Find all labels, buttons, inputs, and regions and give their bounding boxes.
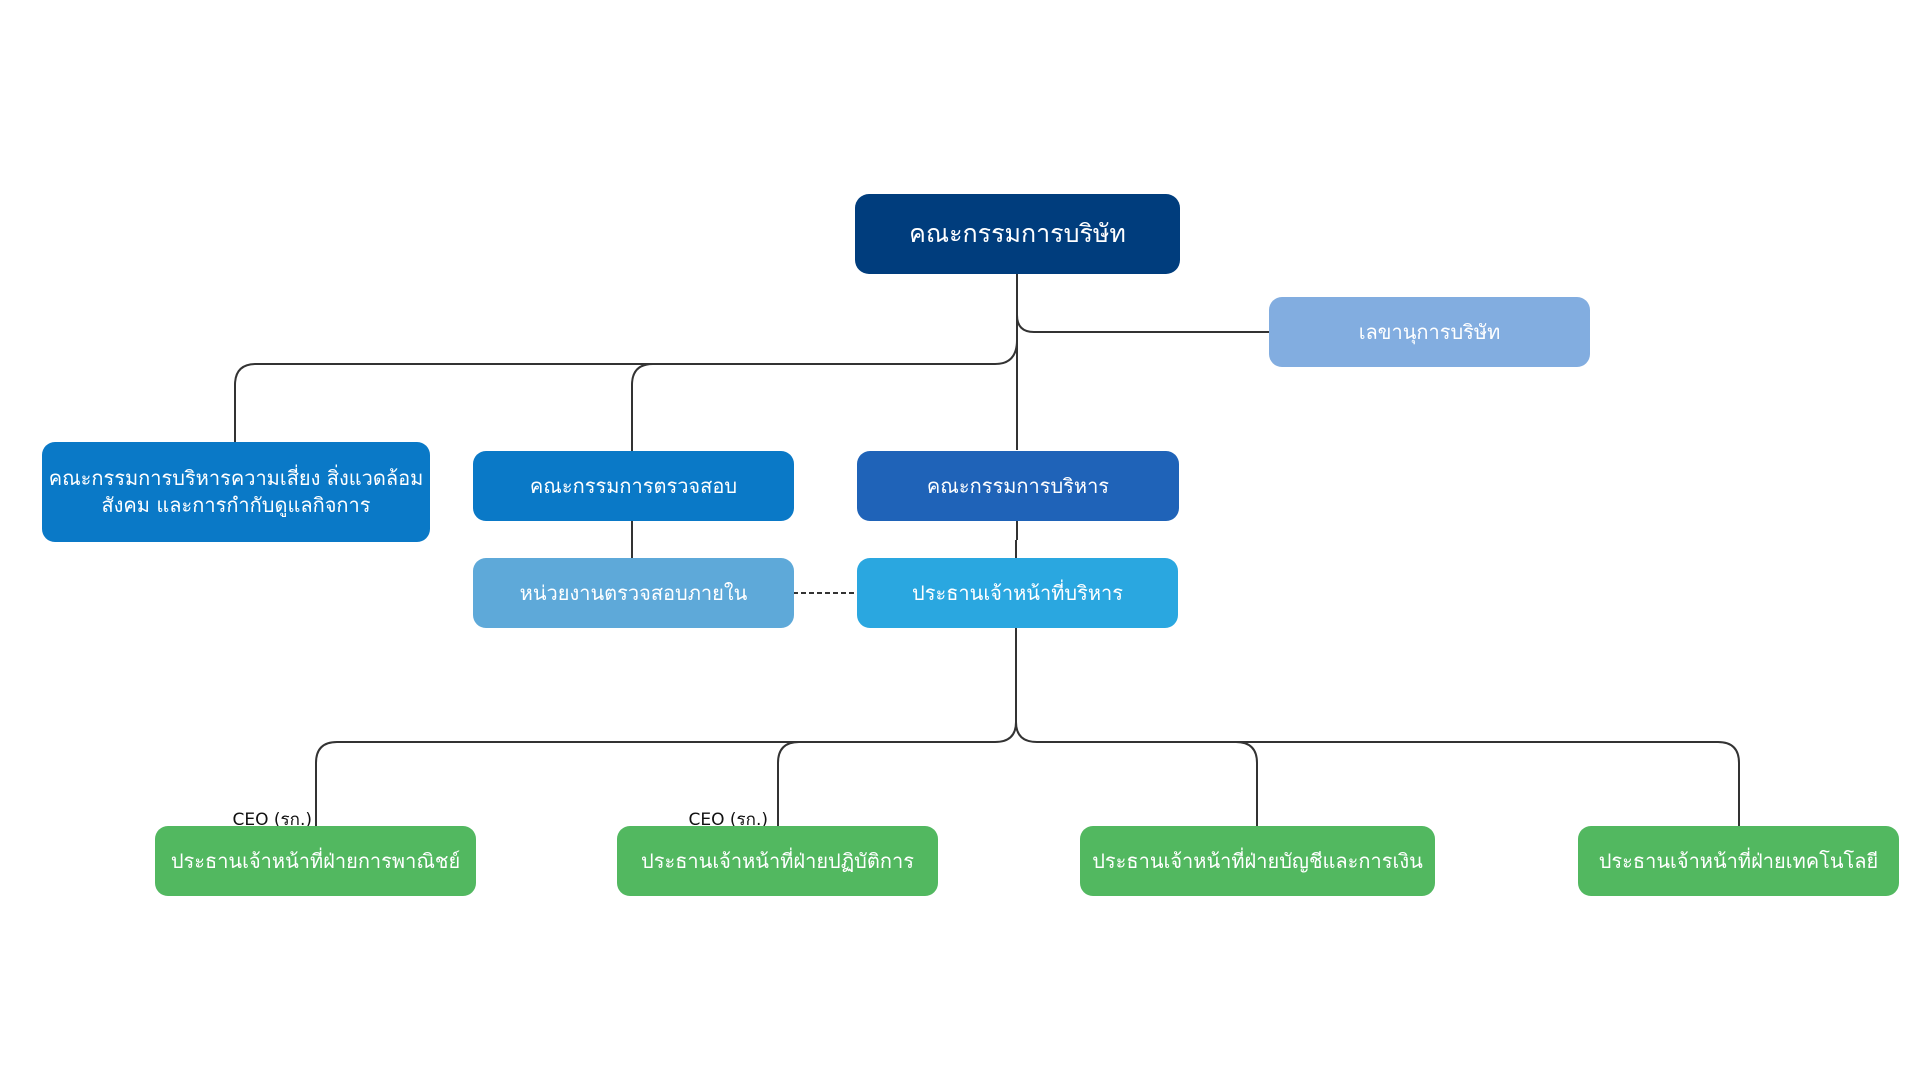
- dept-finance-box: ประธานเจ้าหน้าที่ฝ่ายบัญชีและการเงิน: [1080, 826, 1435, 896]
- connector-board-committees: [234, 339, 1018, 451]
- ceo-box: ประธานเจ้าหน้าที่บริหาร: [857, 558, 1178, 628]
- internal-audit-label: หน่วยงานตรวจสอบภายใน: [519, 580, 748, 605]
- connector-ceo-departments: [315, 628, 1740, 826]
- board-of-directors-label: คณะกรรมการบริษัท: [909, 219, 1126, 249]
- board-of-directors-box: คณะกรรมการบริษัท: [855, 194, 1180, 274]
- risk-committee-line-2: สังคม และการกำกับดูแลกิจการ: [101, 493, 371, 517]
- risk-committee-box: คณะกรรมการบริหารความเสี่ยง สิ่งแวดล้อม ส…: [42, 442, 430, 542]
- executive-committee-box: คณะกรรมการบริหาร: [857, 451, 1179, 521]
- internal-audit-box: หน่วยงานตรวจสอบภายใน: [473, 558, 794, 628]
- dept-technology-label: ประธานเจ้าหน้าที่ฝ่ายเทคโนโลยี: [1598, 848, 1879, 873]
- audit-committee-box: คณะกรรมการตรวจสอบ: [473, 451, 794, 521]
- dept-operations-note: CEO (รก.): [688, 810, 769, 830]
- dept-finance-label: ประธานเจ้าหน้าที่ฝ่ายบัญชีและการเงิน: [1092, 848, 1423, 873]
- dept-technology-box: ประธานเจ้าหน้าที่ฝ่ายเทคโนโลยี: [1578, 826, 1899, 896]
- dept-operations-label: ประธานเจ้าหน้าที่ฝ่ายปฏิบัติการ: [641, 848, 914, 873]
- dept-commercial-label: ประธานเจ้าหน้าที่ฝ่ายการพาณิชย์: [170, 848, 461, 873]
- dept-operations-box: ประธานเจ้าหน้าที่ฝ่ายปฏิบัติการ: [617, 826, 938, 896]
- dept-commercial-box: ประธานเจ้าหน้าที่ฝ่ายการพาณิชย์: [155, 826, 476, 896]
- audit-committee-label: คณะกรรมการตรวจสอบ: [529, 473, 738, 498]
- company-secretary-label: เลขานุการบริษัท: [1358, 319, 1501, 344]
- risk-committee-text: คณะกรรมการบริหารความเสี่ยง สิ่งแวดล้อม ส…: [49, 465, 424, 519]
- connector-board-secretary: [1016, 314, 1269, 333]
- risk-committee-line-1: คณะกรรมการบริหารความเสี่ยง สิ่งแวดล้อม: [48, 466, 424, 490]
- dept-commercial-note: CEO (รก.): [232, 810, 313, 830]
- company-secretary-box: เลขานุการบริษัท: [1269, 297, 1590, 367]
- connector-exec-ceo: [1015, 521, 1018, 558]
- executive-committee-label: คณะกรรมการบริหาร: [926, 473, 1110, 498]
- ceo-label: ประธานเจ้าหน้าที่บริหาร: [912, 580, 1123, 605]
